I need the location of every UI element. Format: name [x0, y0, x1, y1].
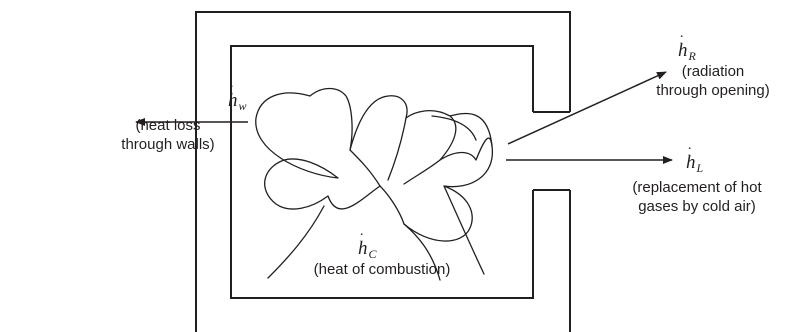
- hr-description: (radiation through opening): [656, 63, 770, 99]
- hl-symbol: ˙hL: [686, 145, 704, 175]
- outer-wall: [195, 11, 571, 332]
- hw-symbol: ˙hw: [228, 83, 247, 113]
- hc-symbol: ˙hC: [358, 231, 377, 261]
- hw-description: (heat loss through walls): [121, 117, 215, 153]
- flame-icon: [255, 87, 493, 281]
- hl-description: (replacement of hot gases by cold air): [632, 179, 762, 215]
- inner-wall: [230, 45, 534, 299]
- hc-description: (heat of combustion): [313, 261, 451, 278]
- hr-symbol: ˙hR: [678, 33, 696, 63]
- arrow-hr: [507, 71, 667, 145]
